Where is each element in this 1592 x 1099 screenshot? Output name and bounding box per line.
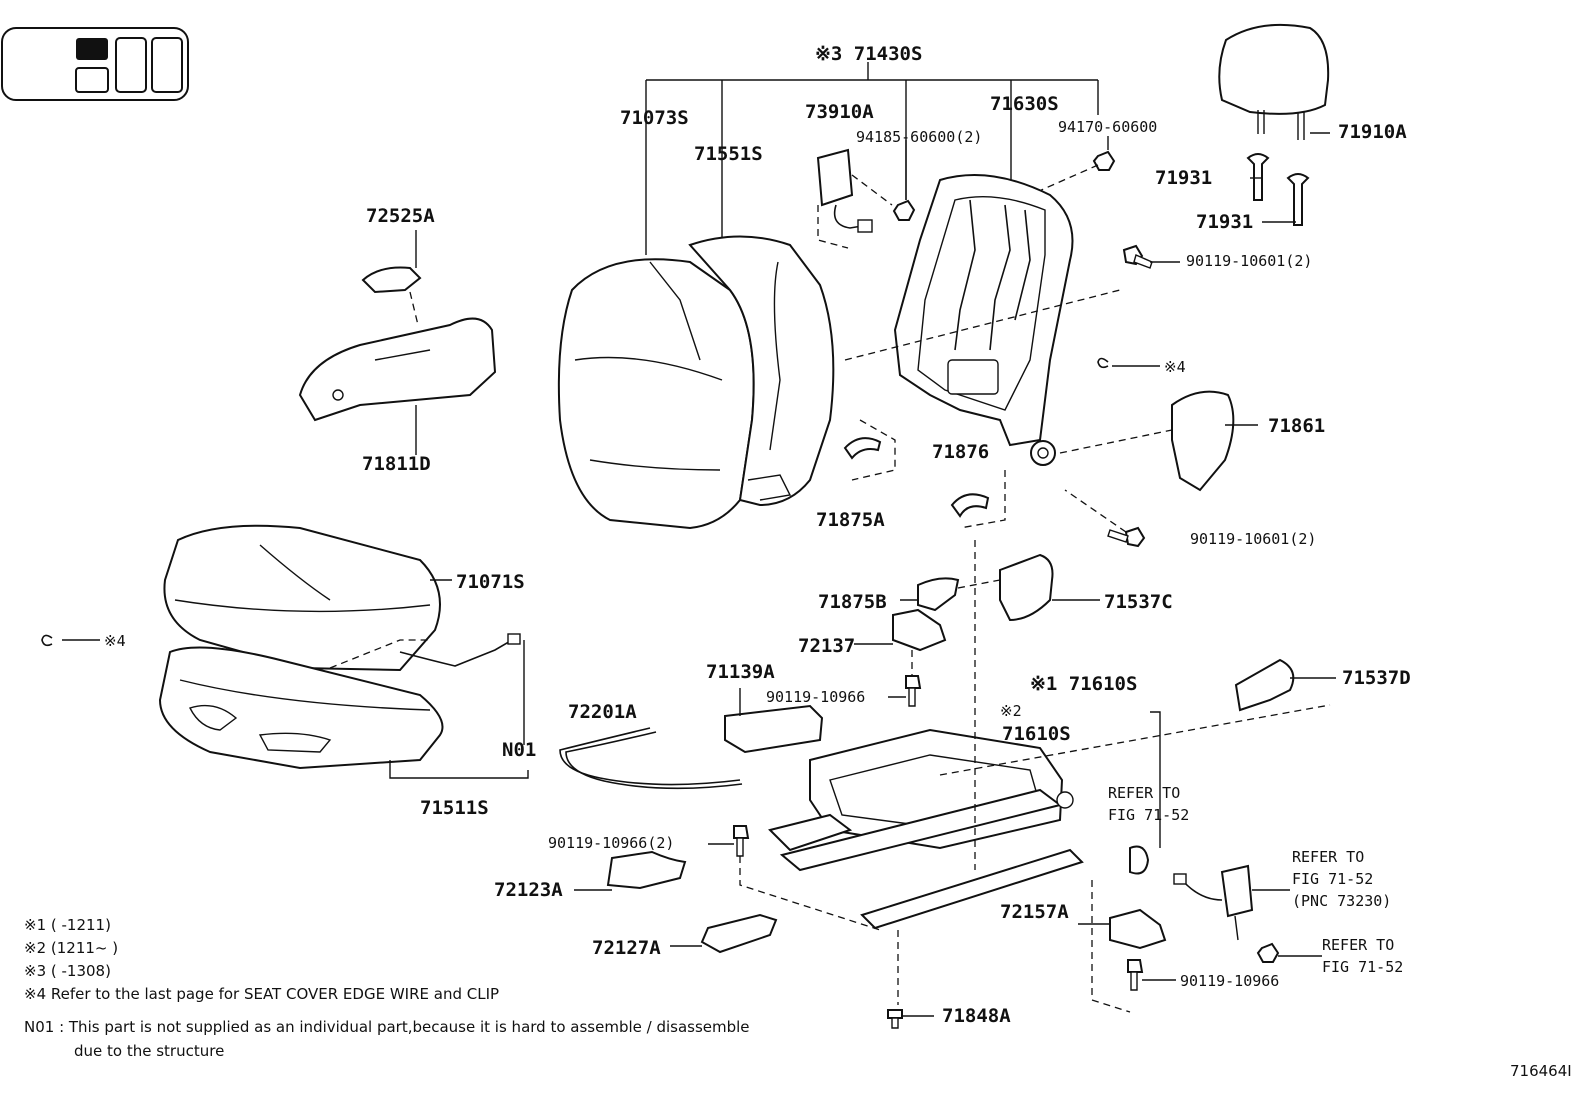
label-71931-upper: 71931 [1155,167,1212,189]
rail-cover-72127A [700,913,778,954]
label-refer-3-line1: REFER TO [1322,936,1394,954]
label-94185-60600: 94185-60600(2) [856,128,982,146]
label-refer-2-line1: REFER TO [1292,848,1364,866]
label-73910A: 73910A [805,101,874,123]
label-71875A: 71875A [816,509,885,531]
seatback-cover-rear [688,235,835,507]
bolt-90119-10966-a [905,675,922,707]
label-71139A: 71139A [706,661,775,683]
label-71073S: 71073S [620,107,689,129]
seatback-cover-front [557,258,755,530]
seat-shield-71537D [1234,658,1295,712]
label-71537D: 71537D [1342,667,1411,689]
seat-cushion-pad [158,633,521,770]
footnote-4: ※4 Refer to the last page for SEAT COVER… [24,985,499,1003]
side-airbag-module [816,148,893,249]
footnote-2: ※2 (1211~ ) [24,939,118,957]
headrest [1218,23,1330,140]
leader-lines [62,132,1336,1017]
belt-anchor-nut [1256,942,1280,963]
bolt-71848A [887,930,903,1029]
rail-cover-72123A [606,850,687,890]
headrest-support-2 [1286,173,1310,226]
footnote-n01-line1: N01 : This part is not supplied as an in… [24,1018,750,1036]
recliner-knob [361,266,422,326]
footnote-1: ※1 ( -1211) [24,916,111,934]
label-71910A: 71910A [1338,121,1407,143]
label-94170-60600: 94170-60600 [1058,118,1157,136]
label-71876: 71876 [932,441,989,463]
label-71511S: 71511S [420,797,489,819]
label-72525A: 72525A [366,205,435,227]
label-refer-1-line2: FIG 71-52 [1108,806,1189,824]
label-clip-4-upper: ※4 [1164,358,1186,376]
rail-cover-71139A [724,704,824,754]
label-71551S: 71551S [694,143,763,165]
label-71610S-2: 71610S [1002,723,1071,745]
label-72123A: 72123A [494,879,563,901]
seat-side-shield [298,317,497,422]
headrest-support-1 [1246,153,1270,201]
label-90119-10966-c: 90119-10966 [1180,972,1279,990]
edge-wire-clip-upper [1097,357,1109,369]
label-71811D: 71811D [362,453,431,475]
label-N01: N01 [502,739,536,761]
label-71875B: 71875B [818,591,887,613]
seat-wire-72201A [559,727,743,790]
footnote-3: ※3 ( -1308) [24,962,111,980]
label-71537C: 71537C [1104,591,1173,613]
seat-track-frame [768,540,1331,930]
label-72137: 72137 [798,635,855,657]
label-71630S: 71630S [990,93,1059,115]
seat-belt-anchor-cover [1129,845,1150,875]
label-refer-1-line1: REFER TO [1108,784,1180,802]
label-71430S: ※3 71430S [815,43,922,65]
label-refer-2-line3: (PNC 73230) [1292,892,1391,910]
label-90119-10601-upper: 90119-10601(2) [1186,252,1312,270]
label-72127A: 72127A [592,937,661,959]
label-90119-10601-lower: 90119-10601(2) [1190,530,1316,548]
seatback-frame [844,174,1121,466]
label-90119-10966-b: 90119-10966(2) [548,834,674,852]
label-71610S-2-mark: ※2 [1000,702,1022,720]
figure-id: 716464I [1510,1062,1572,1080]
bolt-90119-10601-upper [1122,244,1153,269]
cover-72157A [1091,880,1167,1013]
seat-position-indicator-icon [1,27,189,101]
seatback-trim-bracket-71875A [843,419,896,481]
seat-trim-71875B [917,577,960,612]
label-71861: 71861 [1268,415,1325,437]
bolt-90119-10966-c [1127,959,1144,991]
cover-72137 [892,608,947,680]
label-71848A: 71848A [942,1005,1011,1027]
label-71931-lower: 71931 [1196,211,1253,233]
nut-94185 [892,199,916,221]
label-71610S-1: ※1 71610S [1030,673,1137,695]
label-72157A: 72157A [1000,901,1069,923]
footnote-n01-line2: due to the structure [74,1042,224,1060]
label-refer-2-line2: FIG 71-52 [1292,870,1373,888]
seat-belt-buckle [1173,864,1254,941]
nut-94170 [1029,150,1116,196]
recliner-cover [1059,390,1235,492]
bolt-90119-10966-b [733,825,881,931]
seatback-trim-bracket-71876 [950,470,1006,529]
label-90119-10966-a: 90119-10966 [766,688,865,706]
label-72201A: 72201A [568,701,637,723]
edge-wire-clip-lower [41,634,53,647]
bolt-90119-10601-lower [1064,489,1146,548]
label-clip-4-lower: ※4 [104,632,126,650]
label-refer-3-line2: FIG 71-52 [1322,958,1403,976]
seat-cushion-cover [163,524,441,672]
seat-shield-71537C [957,553,1054,622]
label-71071S: 71071S [456,571,525,593]
